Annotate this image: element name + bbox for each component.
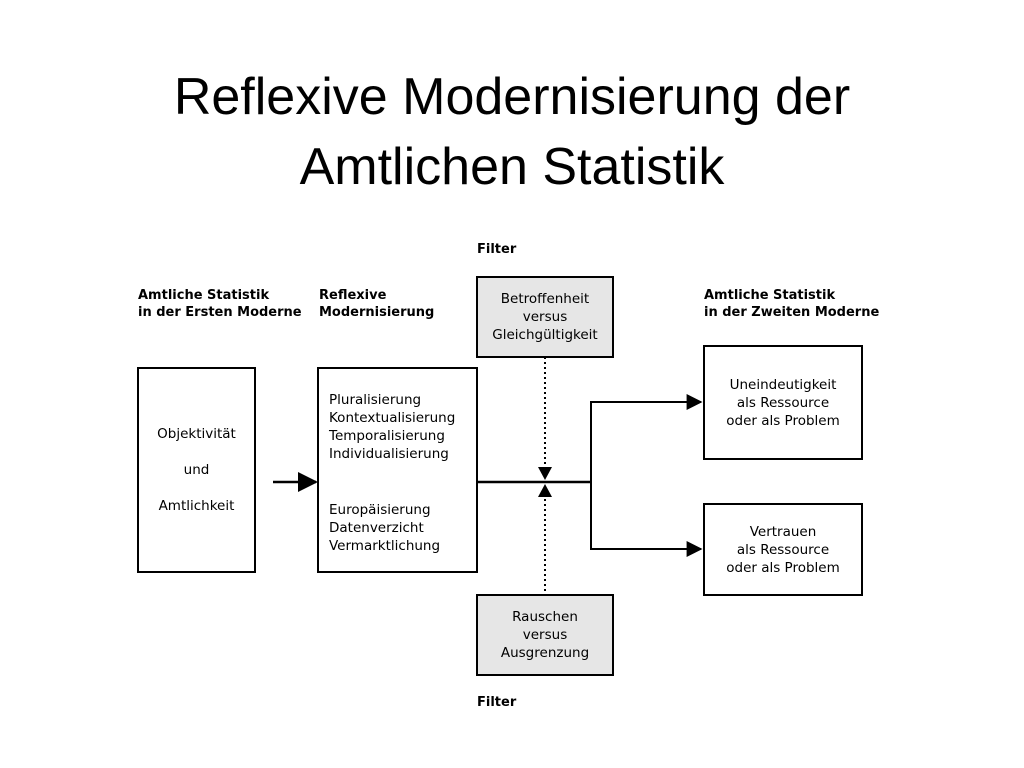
filter-top-line2: versus (522, 309, 568, 325)
filter-bottom-line1: Rauschen (512, 609, 578, 625)
header-second-modern-line2: in der Zweiten Moderne (704, 305, 880, 320)
slide-title: Reflexive Modernisierung der Amtlichen S… (0, 62, 1024, 202)
header-first-modern-line1: Amtliche Statistik (138, 288, 270, 303)
objectivity-line3: Amtlichkeit (158, 498, 235, 514)
process-item: Individualisierung (329, 446, 449, 462)
outcome-bottom-line2: als Ressource (736, 541, 830, 558)
filter-arrowhead-bottom (538, 484, 552, 497)
outcome-top-line2: als Ressource (736, 394, 830, 411)
outcome-top-line3: oder als Problem (726, 412, 840, 429)
outcome-bottom-line1: Vertrauen (749, 523, 817, 540)
header-reflexive: Reflexive Modernisierung (319, 287, 434, 321)
header-first-modern-line2: in der Ersten Moderne (138, 305, 302, 320)
filter-top-line3: Gleichgültigkeit (492, 327, 598, 343)
filter-label-bottom: Filter (477, 695, 517, 710)
processes-upper-list: Pluralisierung Kontextualisierung Tempor… (329, 391, 455, 463)
box-objectivity: Objektivität und Amtlichkeit (137, 367, 256, 573)
process-item: Vermarktlichung (329, 538, 441, 554)
box-outcome-top: Uneindeutigkeit als Ressource oder als P… (703, 345, 863, 460)
header-second-modern-line1: Amtliche Statistik (704, 288, 836, 303)
title-line-1: Reflexive Modernisierung der (173, 68, 851, 126)
process-item: Kontextualisierung (329, 410, 456, 426)
header-reflexive-line2: Modernisierung (319, 305, 435, 320)
header-first-modern: Amtliche Statistik in der Ersten Moderne (138, 287, 302, 321)
filter-top-line1: Betroffenheit (500, 291, 590, 307)
process-item: Pluralisierung (329, 392, 422, 408)
objectivity-line2: und (183, 462, 210, 478)
filter-arrowhead-top (538, 467, 552, 480)
process-item: Datenverzicht (329, 520, 424, 536)
process-item: Europäisierung (329, 502, 431, 518)
processes-lower-list: Europäisierung Datenverzicht Vermarktlic… (329, 501, 440, 555)
box-outcome-bottom: Vertrauen als Ressource oder als Problem (703, 503, 863, 596)
outcome-top-line1: Uneindeutigkeit (729, 376, 837, 393)
filter-bottom-line3: Ausgrenzung (500, 645, 590, 661)
objectivity-line1: Objektivität (157, 426, 236, 442)
outcome-bottom-line3: oder als Problem (726, 559, 840, 576)
header-reflexive-line1: Reflexive (319, 288, 387, 303)
box-processes: Pluralisierung Kontextualisierung Tempor… (317, 367, 478, 573)
box-filter-top: Betroffenheit versus Gleichgültigkeit (476, 276, 614, 358)
filter-bottom-line2: versus (522, 627, 568, 643)
header-second-modern: Amtliche Statistik in der Zweiten Modern… (704, 287, 879, 321)
process-item: Temporalisierung (329, 428, 445, 444)
title-line-2: Amtlichen Statistik (299, 138, 725, 196)
box-filter-bottom: Rauschen versus Ausgrenzung (476, 594, 614, 676)
filter-label-top: Filter (477, 242, 517, 257)
